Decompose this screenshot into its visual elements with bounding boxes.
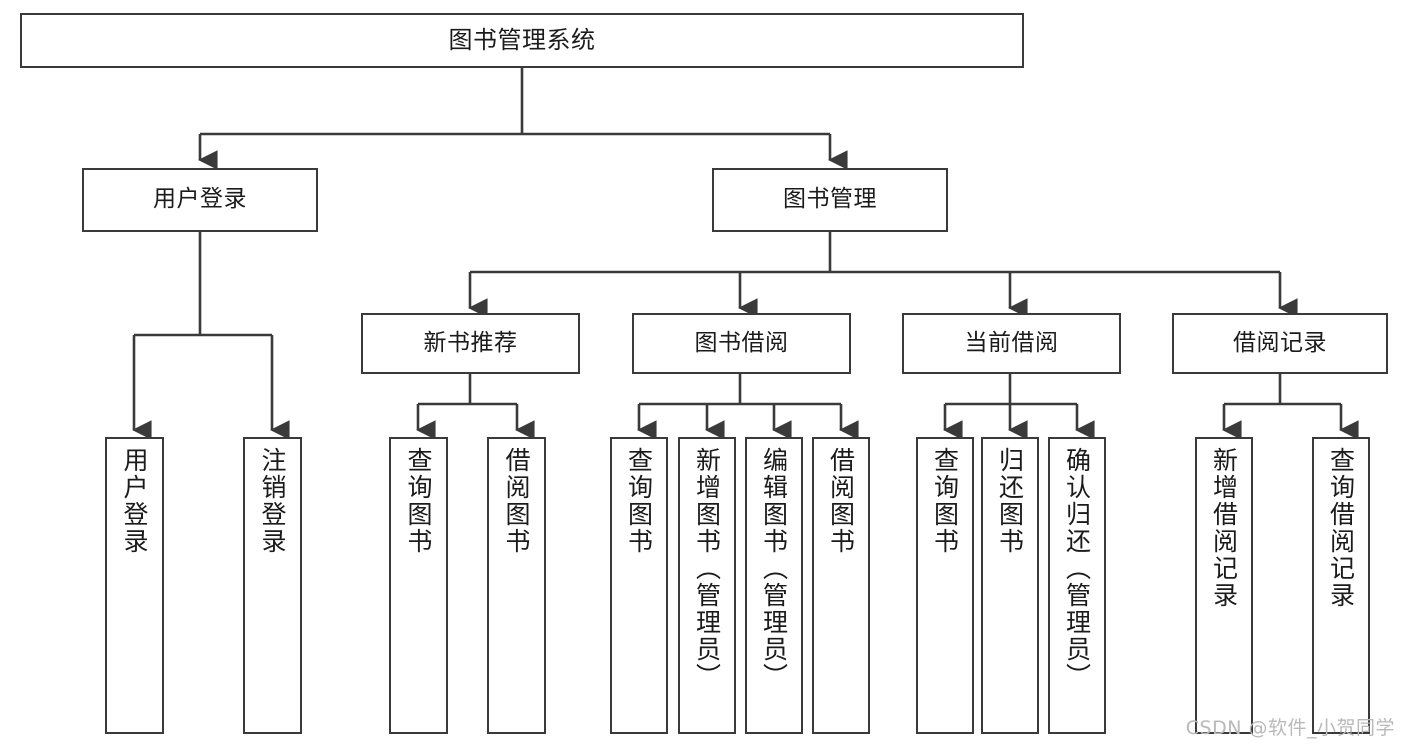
leaf-borrow-borrow-book[interactable]: 借阅图书	[812, 437, 870, 734]
leaf-user-login-logout[interactable]: 注销登录	[243, 437, 302, 734]
leaf-borrow-add-book-admin[interactable]: 新增图书（管理员）	[678, 437, 736, 734]
node-label: 借阅图书	[826, 447, 856, 555]
node-label: 当前借阅	[964, 329, 1059, 356]
watermark: CSDN @软件_小贺同学	[1185, 717, 1395, 739]
node-label: 借阅记录	[1233, 329, 1327, 356]
leaf-user-login-login[interactable]: 用户登录	[105, 437, 164, 734]
node-label: 图书借阅	[694, 329, 789, 356]
node-label: 归还图书	[995, 447, 1025, 555]
node-label: 查询图书	[624, 447, 654, 555]
leaf-borrow-query-book[interactable]: 查询图书	[610, 437, 668, 734]
node-book-borrow[interactable]: 图书借阅	[632, 313, 851, 374]
node-label: 新增图书（管理员）	[692, 447, 722, 690]
leaf-borrow-edit-book-admin[interactable]: 编辑图书（管理员）	[745, 437, 803, 734]
node-current-borrow[interactable]: 当前借阅	[902, 313, 1121, 374]
node-label: 查询借阅记录	[1326, 447, 1356, 609]
leaf-record-query[interactable]: 查询借阅记录	[1312, 437, 1370, 734]
node-label: 注销登录	[258, 447, 287, 555]
leaf-current-return-book[interactable]: 归还图书	[981, 437, 1039, 734]
leaf-new-book-query[interactable]: 查询图书	[389, 437, 448, 734]
node-label: 用户登录	[153, 186, 247, 213]
node-label: 编辑图书（管理员）	[759, 447, 789, 690]
leaf-current-query-book[interactable]: 查询图书	[916, 437, 974, 734]
node-label: 新增借阅记录	[1209, 447, 1239, 609]
leaf-current-confirm-return-admin[interactable]: 确认归还（管理员）	[1048, 437, 1106, 734]
node-label: 新书推荐	[423, 329, 518, 356]
node-label: 查询图书	[404, 447, 433, 555]
leaf-record-add[interactable]: 新增借阅记录	[1195, 437, 1253, 734]
node-book-management[interactable]: 图书管理	[712, 168, 948, 232]
node-user-login[interactable]: 用户登录	[82, 168, 318, 232]
node-borrow-record[interactable]: 借阅记录	[1172, 313, 1388, 374]
node-label: 图书管理系统	[448, 26, 596, 55]
node-new-book-recommend[interactable]: 新书推荐	[361, 313, 580, 374]
node-label: 确认归还（管理员）	[1062, 447, 1092, 690]
node-label: 借阅图书	[502, 447, 531, 555]
node-label: 图书管理	[783, 186, 877, 213]
node-label: 查询图书	[930, 447, 960, 555]
node-label: 用户登录	[120, 447, 149, 555]
leaf-new-book-borrow[interactable]: 借阅图书	[487, 437, 546, 734]
node-root-system[interactable]: 图书管理系统	[20, 13, 1024, 68]
